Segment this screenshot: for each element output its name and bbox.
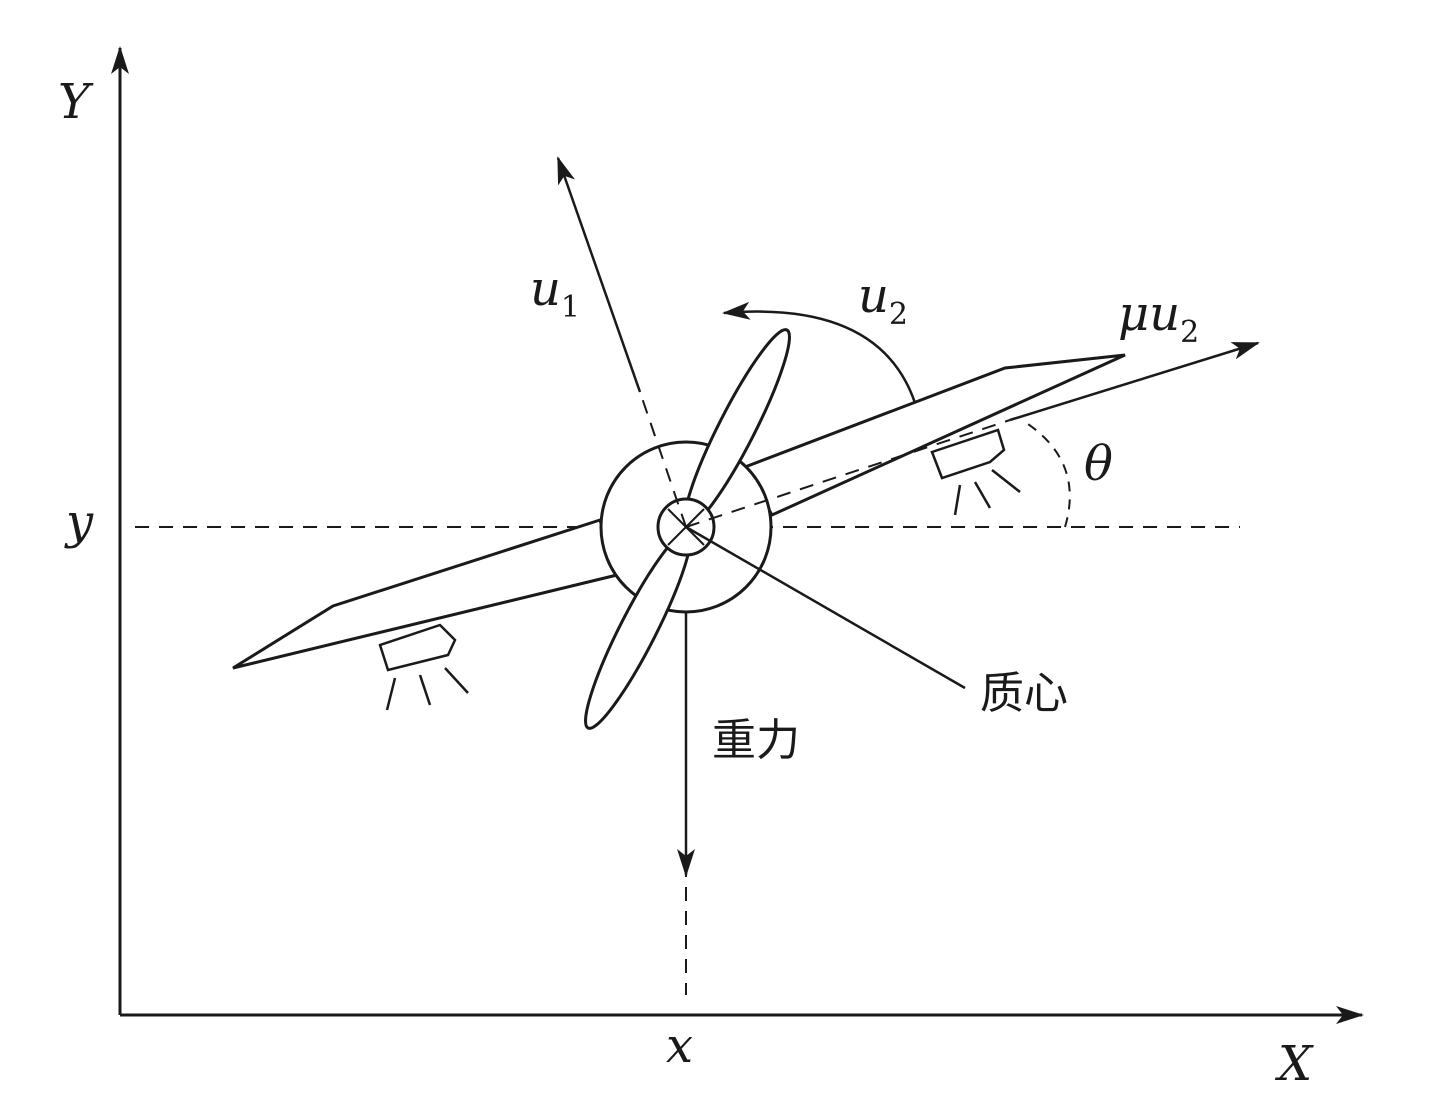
center-of-mass-label: 质心 [980, 668, 1068, 719]
mu-u2-label: μu2 [1118, 286, 1199, 350]
x-axis-label: X [1274, 1036, 1314, 1092]
mu-u2-dashed [685, 419, 1011, 528]
x-position-label: x [666, 1018, 693, 1074]
mu-u2-arrow [1009, 341, 1260, 422]
u2-moment-arrow [722, 301, 917, 404]
theta-arc [1021, 419, 1071, 528]
gravity-label: 重力 [712, 715, 800, 766]
u1-arrow [556, 156, 642, 393]
u2-label: u2 [858, 268, 908, 332]
y-position-label: y [64, 494, 94, 550]
right-engine-icon [930, 428, 1021, 516]
y-axis-label: Y [58, 74, 94, 130]
center-of-mass-leader [685, 525, 966, 690]
u1-label: u1 [530, 261, 580, 325]
left-engine-icon [378, 623, 469, 711]
theta-label: θ [1084, 436, 1113, 492]
